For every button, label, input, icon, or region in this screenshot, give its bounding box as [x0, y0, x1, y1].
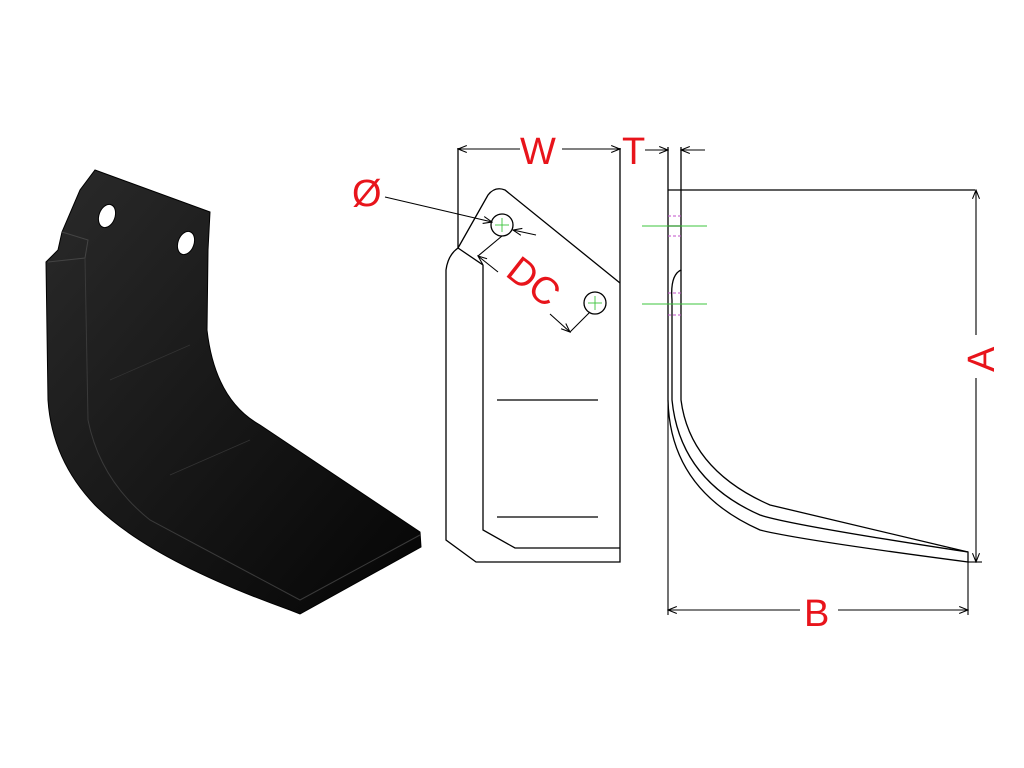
width-label: W: [520, 131, 556, 173]
length-label: B: [804, 593, 829, 635]
hole-icon: [583, 291, 607, 315]
mounting-hole-icon: [97, 203, 117, 229]
diameter-label: Ø: [352, 173, 382, 215]
isometric-blade-view: [45, 169, 422, 615]
height-label: A: [961, 346, 1003, 372]
side-view: [642, 147, 982, 615]
front-view: [384, 148, 620, 563]
thickness-label: T: [622, 131, 645, 173]
hole-distance-label: DC: [499, 249, 568, 316]
mounting-hole-icon: [176, 230, 196, 256]
